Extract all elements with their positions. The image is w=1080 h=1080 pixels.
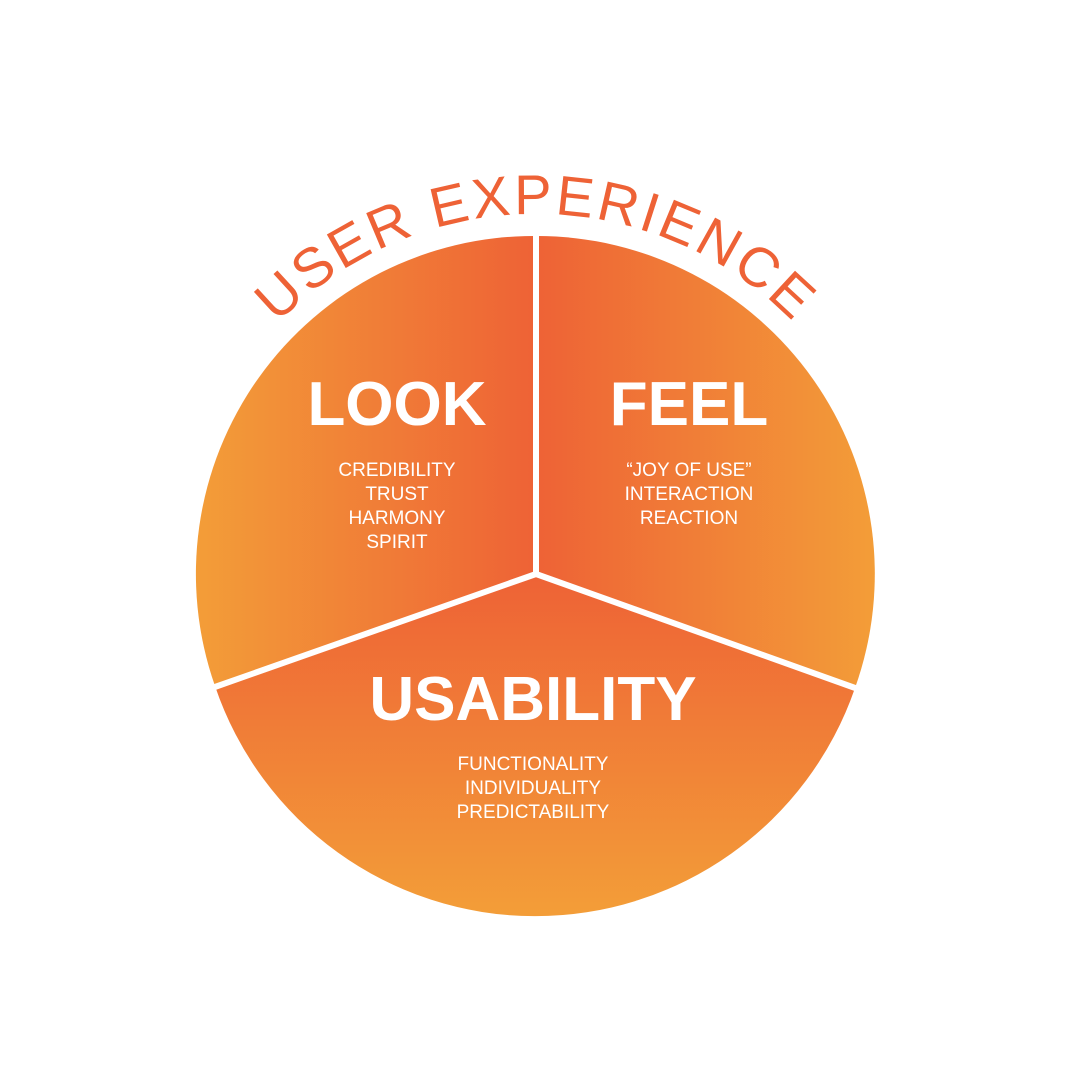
divider-right xyxy=(534,571,860,692)
look-item: HARMONY xyxy=(348,508,445,529)
feel-item: “JOY OF USE” xyxy=(626,460,751,481)
usability-item: PREDICTABILITY xyxy=(457,802,610,823)
usability-label-group: USABILITY FUNCTIONALITY INDIVIDUALITY PR… xyxy=(369,665,696,823)
divider-left xyxy=(211,571,537,691)
feel-item: INTERACTION xyxy=(625,484,754,505)
usability-item: INDIVIDUALITY xyxy=(465,778,602,799)
feel-item: REACTION xyxy=(640,508,738,529)
segment-look xyxy=(195,235,537,687)
dividers xyxy=(211,230,860,692)
look-item: TRUST xyxy=(365,484,429,505)
segment-feel xyxy=(536,235,875,689)
feel-title: FEEL xyxy=(610,370,768,439)
look-item: SPIRIT xyxy=(366,532,428,553)
look-label-group: LOOK CREDIBILITY TRUST HARMONY SPIRIT xyxy=(307,370,486,553)
look-item: CREDIBILITY xyxy=(338,460,456,481)
look-title: LOOK xyxy=(307,370,486,439)
usability-title: USABILITY xyxy=(369,665,696,734)
feel-label-group: FEEL “JOY OF USE” INTERACTION REACTION xyxy=(610,370,768,529)
usability-item: FUNCTIONALITY xyxy=(458,754,609,775)
segment-usability xyxy=(215,574,855,917)
